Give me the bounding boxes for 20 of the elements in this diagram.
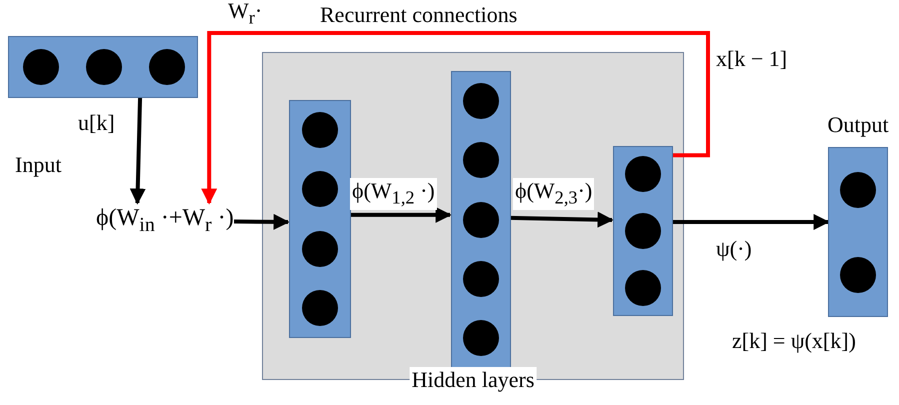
arrow [234, 214, 290, 230]
layer-box [451, 71, 511, 368]
arrow [201, 31, 710, 205]
arrow [510, 212, 614, 228]
annotation-text: W$_{r}$· [228, 0, 262, 30]
panel-title: Hidden layers [410, 367, 536, 393]
edge-label: ϕ(W$_{2,3}$·) [513, 178, 594, 210]
layer-box [289, 100, 351, 338]
formula-text: ϕ(W$_{in}$ ·+W$_{r}$ ·) [96, 203, 234, 240]
node-caption: z[k] = ψ(x[k]) [732, 328, 856, 354]
edge-label: ϕ(W$_{1,2}$ ·) [350, 178, 437, 210]
annotation-text: x[k − 1] [716, 46, 788, 72]
arrow [130, 98, 146, 205]
arrow [350, 206, 452, 223]
annotation-text: Input [15, 152, 62, 178]
arrow [672, 214, 830, 230]
layer-heading: Output [827, 112, 889, 138]
node-caption: u[k] [78, 110, 115, 136]
layer-box [8, 36, 198, 98]
layer-box [613, 146, 673, 316]
